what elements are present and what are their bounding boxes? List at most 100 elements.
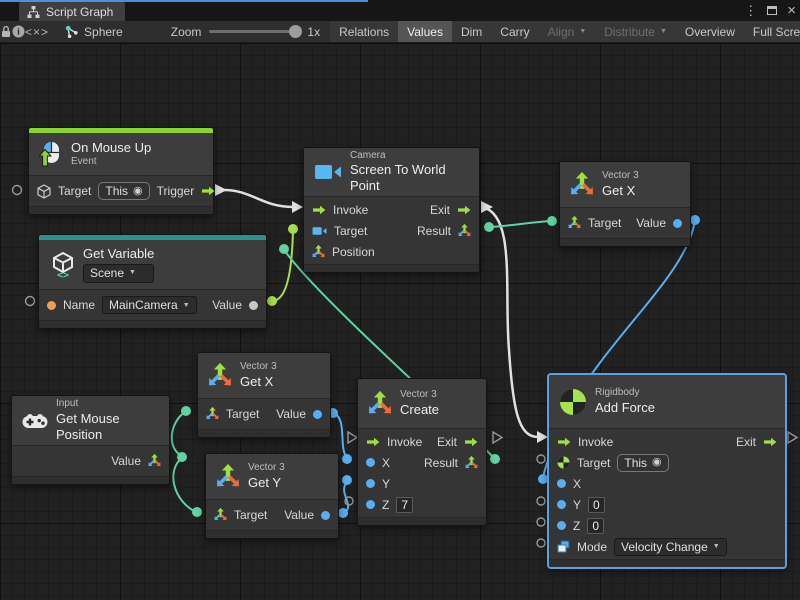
chevron-down-icon: ▼ <box>713 543 720 550</box>
node-type: Input <box>56 398 159 411</box>
svg-text:<>: <> <box>57 270 69 278</box>
node-vector3-create[interactable]: Vector 3 Create Invoke Exit X Result <box>357 378 487 526</box>
target-label: Target <box>577 456 610 470</box>
float-port-icon[interactable] <box>313 410 322 419</box>
node-footer <box>560 238 690 246</box>
tab-script-graph[interactable]: Script Graph <box>19 2 125 21</box>
float-port-icon[interactable] <box>557 500 566 509</box>
variable-name-dropdown[interactable]: MainCamera ▼ <box>102 296 197 314</box>
node-on-mouse-up[interactable]: On Mouse Up Event Target This ◉ Trigger <box>28 127 214 215</box>
control-port-icon[interactable] <box>557 437 571 447</box>
info-button[interactable]: i <box>12 21 25 42</box>
x-label: X <box>573 477 581 491</box>
zoom-slider[interactable] <box>209 30 299 33</box>
node-get-x-mid[interactable]: Vector 3 Get X Target Value <box>197 352 331 438</box>
distribute-dropdown[interactable]: Distribute ▼ <box>595 21 676 42</box>
target-label: Target <box>588 216 621 230</box>
lock-button[interactable] <box>0 21 12 42</box>
control-port-icon[interactable] <box>763 437 777 447</box>
overview-button[interactable]: Overview <box>676 21 744 42</box>
vector3-port-icon[interactable] <box>568 216 581 230</box>
node-add-force[interactable]: Rigidbody Add Force Invoke Exit Target T… <box>548 374 786 568</box>
node-footer <box>12 476 169 484</box>
invoke-label: Invoke <box>333 203 368 217</box>
object-port-icon[interactable] <box>249 301 258 310</box>
z-value-field[interactable]: 7 <box>396 497 413 513</box>
vector3-port-icon[interactable] <box>214 508 227 522</box>
float-port-icon[interactable] <box>366 500 375 509</box>
z-label: Z <box>382 498 389 512</box>
variable-scope-dropdown[interactable]: Scene ▼ <box>83 264 154 283</box>
vector3-port-icon[interactable] <box>458 224 471 238</box>
row-y: Y <box>358 473 486 494</box>
value-label: Value <box>276 407 306 421</box>
control-port-icon[interactable] <box>201 186 215 196</box>
string-port-icon[interactable] <box>47 301 56 310</box>
float-port-icon[interactable] <box>366 479 375 488</box>
enum-port-icon[interactable] <box>557 540 570 553</box>
chevron-down-icon: ▼ <box>660 28 667 35</box>
float-port-icon[interactable] <box>673 219 682 228</box>
node-get-mouse-position[interactable]: Input Get Mouse Position Value <box>11 395 170 485</box>
maximize-icon[interactable] <box>767 6 777 15</box>
control-port-icon[interactable] <box>366 437 380 447</box>
rigidbody-port-icon[interactable] <box>557 456 570 469</box>
node-get-y[interactable]: Vector 3 Get Y Target Value <box>205 453 339 539</box>
row-target: Target This ◉ <box>549 452 785 473</box>
node-title: On Mouse Up <box>71 140 151 156</box>
graph-toolbar: i <×> Sphere Zoom 1x Relations Values <box>0 21 800 43</box>
this-target-chip[interactable]: This ◉ <box>617 454 668 472</box>
breadcrumb[interactable]: Sphere <box>49 21 135 42</box>
invoke-label: Invoke <box>578 435 613 449</box>
vector3-port-icon[interactable] <box>312 245 325 259</box>
this-target-chip[interactable]: This ◉ <box>98 182 149 200</box>
zoom-slider-handle[interactable] <box>289 25 302 38</box>
edit-code-button[interactable]: <×> <box>25 21 49 42</box>
vector3-icon <box>570 172 594 198</box>
row-z: Z 7 <box>358 494 486 515</box>
graph-icon <box>27 6 40 18</box>
carry-button[interactable]: Carry <box>491 21 538 42</box>
float-port-icon[interactable] <box>557 479 566 488</box>
object-picker-icon: ◉ <box>133 186 143 197</box>
control-port-icon[interactable] <box>312 205 326 215</box>
node-footer <box>29 206 213 214</box>
row-target-result: Target Result <box>304 220 479 241</box>
node-get-x-top[interactable]: Vector 3 Get X Target Value <box>559 161 691 247</box>
node-get-variable[interactable]: <> Get Variable Scene ▼ Name MainCamera … <box>38 234 267 329</box>
name-label: Name <box>63 298 95 312</box>
relations-button[interactable]: Relations <box>330 21 398 42</box>
control-port-icon[interactable] <box>464 437 478 447</box>
vector3-port-icon[interactable] <box>148 454 161 468</box>
node-type: Camera <box>350 150 469 163</box>
breadcrumb-label: Sphere <box>84 25 123 39</box>
invoke-label: Invoke <box>387 435 422 449</box>
row-target-value: Target Value <box>198 401 330 427</box>
row-mode: Mode Velocity Change ▼ <box>549 536 785 557</box>
align-dropdown[interactable]: Align ▼ <box>539 21 596 42</box>
row-position: Position <box>304 241 479 262</box>
gamepad-icon <box>22 413 48 429</box>
float-port-icon[interactable] <box>321 511 330 520</box>
dim-button[interactable]: Dim <box>452 21 491 42</box>
row-target-value: Target Value <box>206 502 338 528</box>
camera-port-icon[interactable] <box>312 226 327 236</box>
y-value-field[interactable]: 0 <box>588 497 605 513</box>
node-screen-to-world-point[interactable]: Camera Screen To World Point Invoke Exit… <box>303 147 480 273</box>
row-value: Value <box>12 448 169 474</box>
node-title: Get Variable <box>83 246 154 262</box>
float-port-icon[interactable] <box>366 458 375 467</box>
row-invoke-exit: Invoke Exit <box>358 431 486 452</box>
control-port-icon[interactable] <box>457 205 471 215</box>
close-icon[interactable]: × <box>787 3 796 18</box>
mode-dropdown[interactable]: Velocity Change ▼ <box>614 538 727 556</box>
node-type: Vector 3 <box>248 462 285 475</box>
values-button[interactable]: Values <box>398 21 452 42</box>
z-value-field[interactable]: 0 <box>587 518 604 534</box>
float-port-icon[interactable] <box>557 521 566 530</box>
fullscreen-button[interactable]: Full Screen <box>744 21 800 42</box>
vector3-port-icon[interactable] <box>206 407 219 421</box>
panel-menu-icon[interactable]: ⋮ <box>744 4 757 17</box>
vector3-port-icon[interactable] <box>465 456 478 470</box>
y-label: Y <box>573 498 581 512</box>
